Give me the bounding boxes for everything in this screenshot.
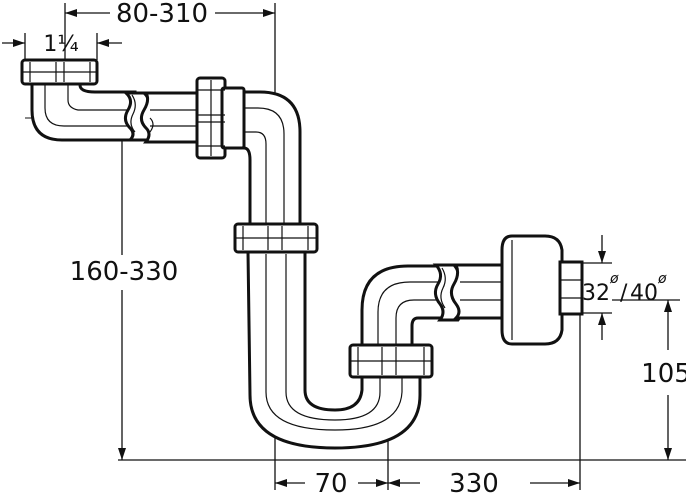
top-horizontal-pipe: [139, 91, 207, 144]
dim-bottom-right-label: 330: [449, 469, 499, 495]
dim-inlet-label: 1¼: [43, 32, 78, 57]
dim-outlet-d1: 32: [582, 281, 610, 306]
dim-height-label: 160-330: [70, 257, 179, 287]
dim-outlet-d1-symbol: ø: [609, 271, 619, 287]
dim-top-span-label: 80-310: [116, 0, 208, 29]
dim-inlet: 1¼: [2, 32, 122, 60]
dim-outlet-d2: 40: [630, 281, 658, 306]
top-nut: [195, 76, 246, 160]
dim-outlet-sep: /: [620, 281, 628, 306]
middle-nut: [233, 222, 319, 254]
upper-bend: [242, 90, 302, 232]
inlet-elbow: [20, 58, 153, 142]
dim-outlet-height: 105: [612, 299, 686, 460]
dim-outlet-d2-symbol: ø: [657, 271, 667, 287]
dim-outlet-diameter: 32 ø / 40 ø: [582, 235, 667, 340]
outlet-elbow: [360, 263, 463, 347]
dim-outlet-height-label: 105: [641, 359, 686, 389]
outlet-rosette: [500, 234, 584, 346]
dim-height: 160-330: [70, 95, 179, 460]
lower-nut: [348, 343, 434, 379]
dim-bottom-left-label: 70: [314, 469, 347, 495]
u-trap: [246, 250, 422, 450]
